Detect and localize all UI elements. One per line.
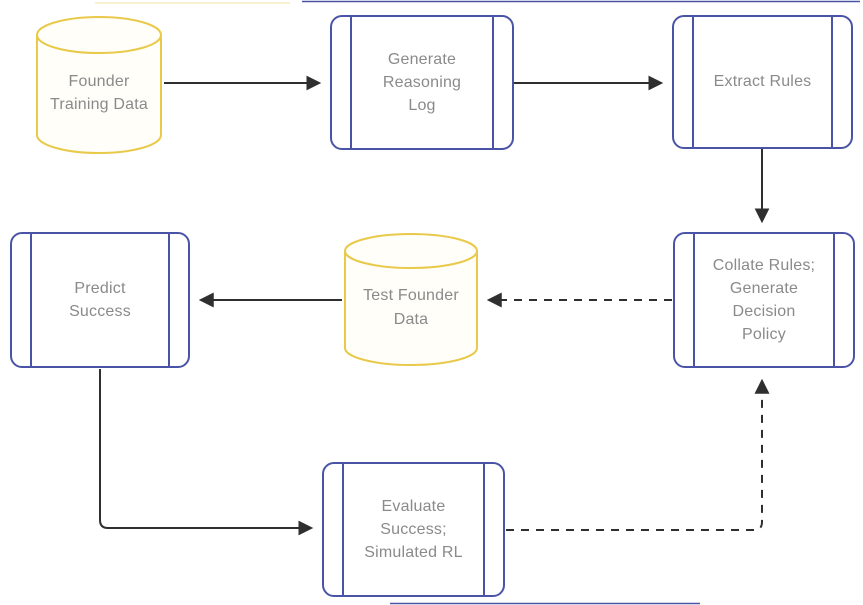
node-label: Predict Success [69,279,131,320]
subroutine-left-bar [30,233,32,367]
subroutine-right-bar [833,233,835,367]
subroutine-left-bar [350,16,352,149]
subroutine-right-bar [831,16,833,148]
node-predict-success[interactable]: Predict Success [10,232,190,368]
edge-predict-success-to-evaluate-success [99,369,314,536]
node-collate-rules[interactable]: Collate Rules; Generate Decision Policy [673,232,855,368]
database-cylinder-shape [344,233,478,366]
subroutine-right-bar [168,233,170,367]
edge-evaluate-success-to-collate-rules [506,378,770,531]
node-test-founder-data[interactable]: Test Founder Data [343,232,479,367]
subroutine-left-bar [342,463,344,596]
node-founder-training-data[interactable]: Founder Training Data [35,15,163,155]
node-label: Extract Rules [713,73,812,91]
subroutine-left-bar [692,16,694,148]
subroutine-right-bar [483,463,485,596]
node-generate-reasoning-log[interactable]: Generate Reasoning Log [330,15,514,150]
node-label: Founder Training Data [49,72,149,113]
node-label: Generate Reasoning Log [382,50,462,115]
subroutine-left-bar [693,233,695,367]
node-evaluate-success[interactable]: Evaluate Success; Simulated RL [322,462,505,597]
node-label: Collate Rules; Generate Decision Policy [712,256,816,344]
database-cylinder-shape [36,16,162,154]
subroutine-right-bar [492,16,494,149]
node-label: Evaluate Success; Simulated RL [364,497,463,562]
node-label: Test Founder Data [363,287,459,328]
node-extract-rules[interactable]: Extract Rules [672,15,853,149]
